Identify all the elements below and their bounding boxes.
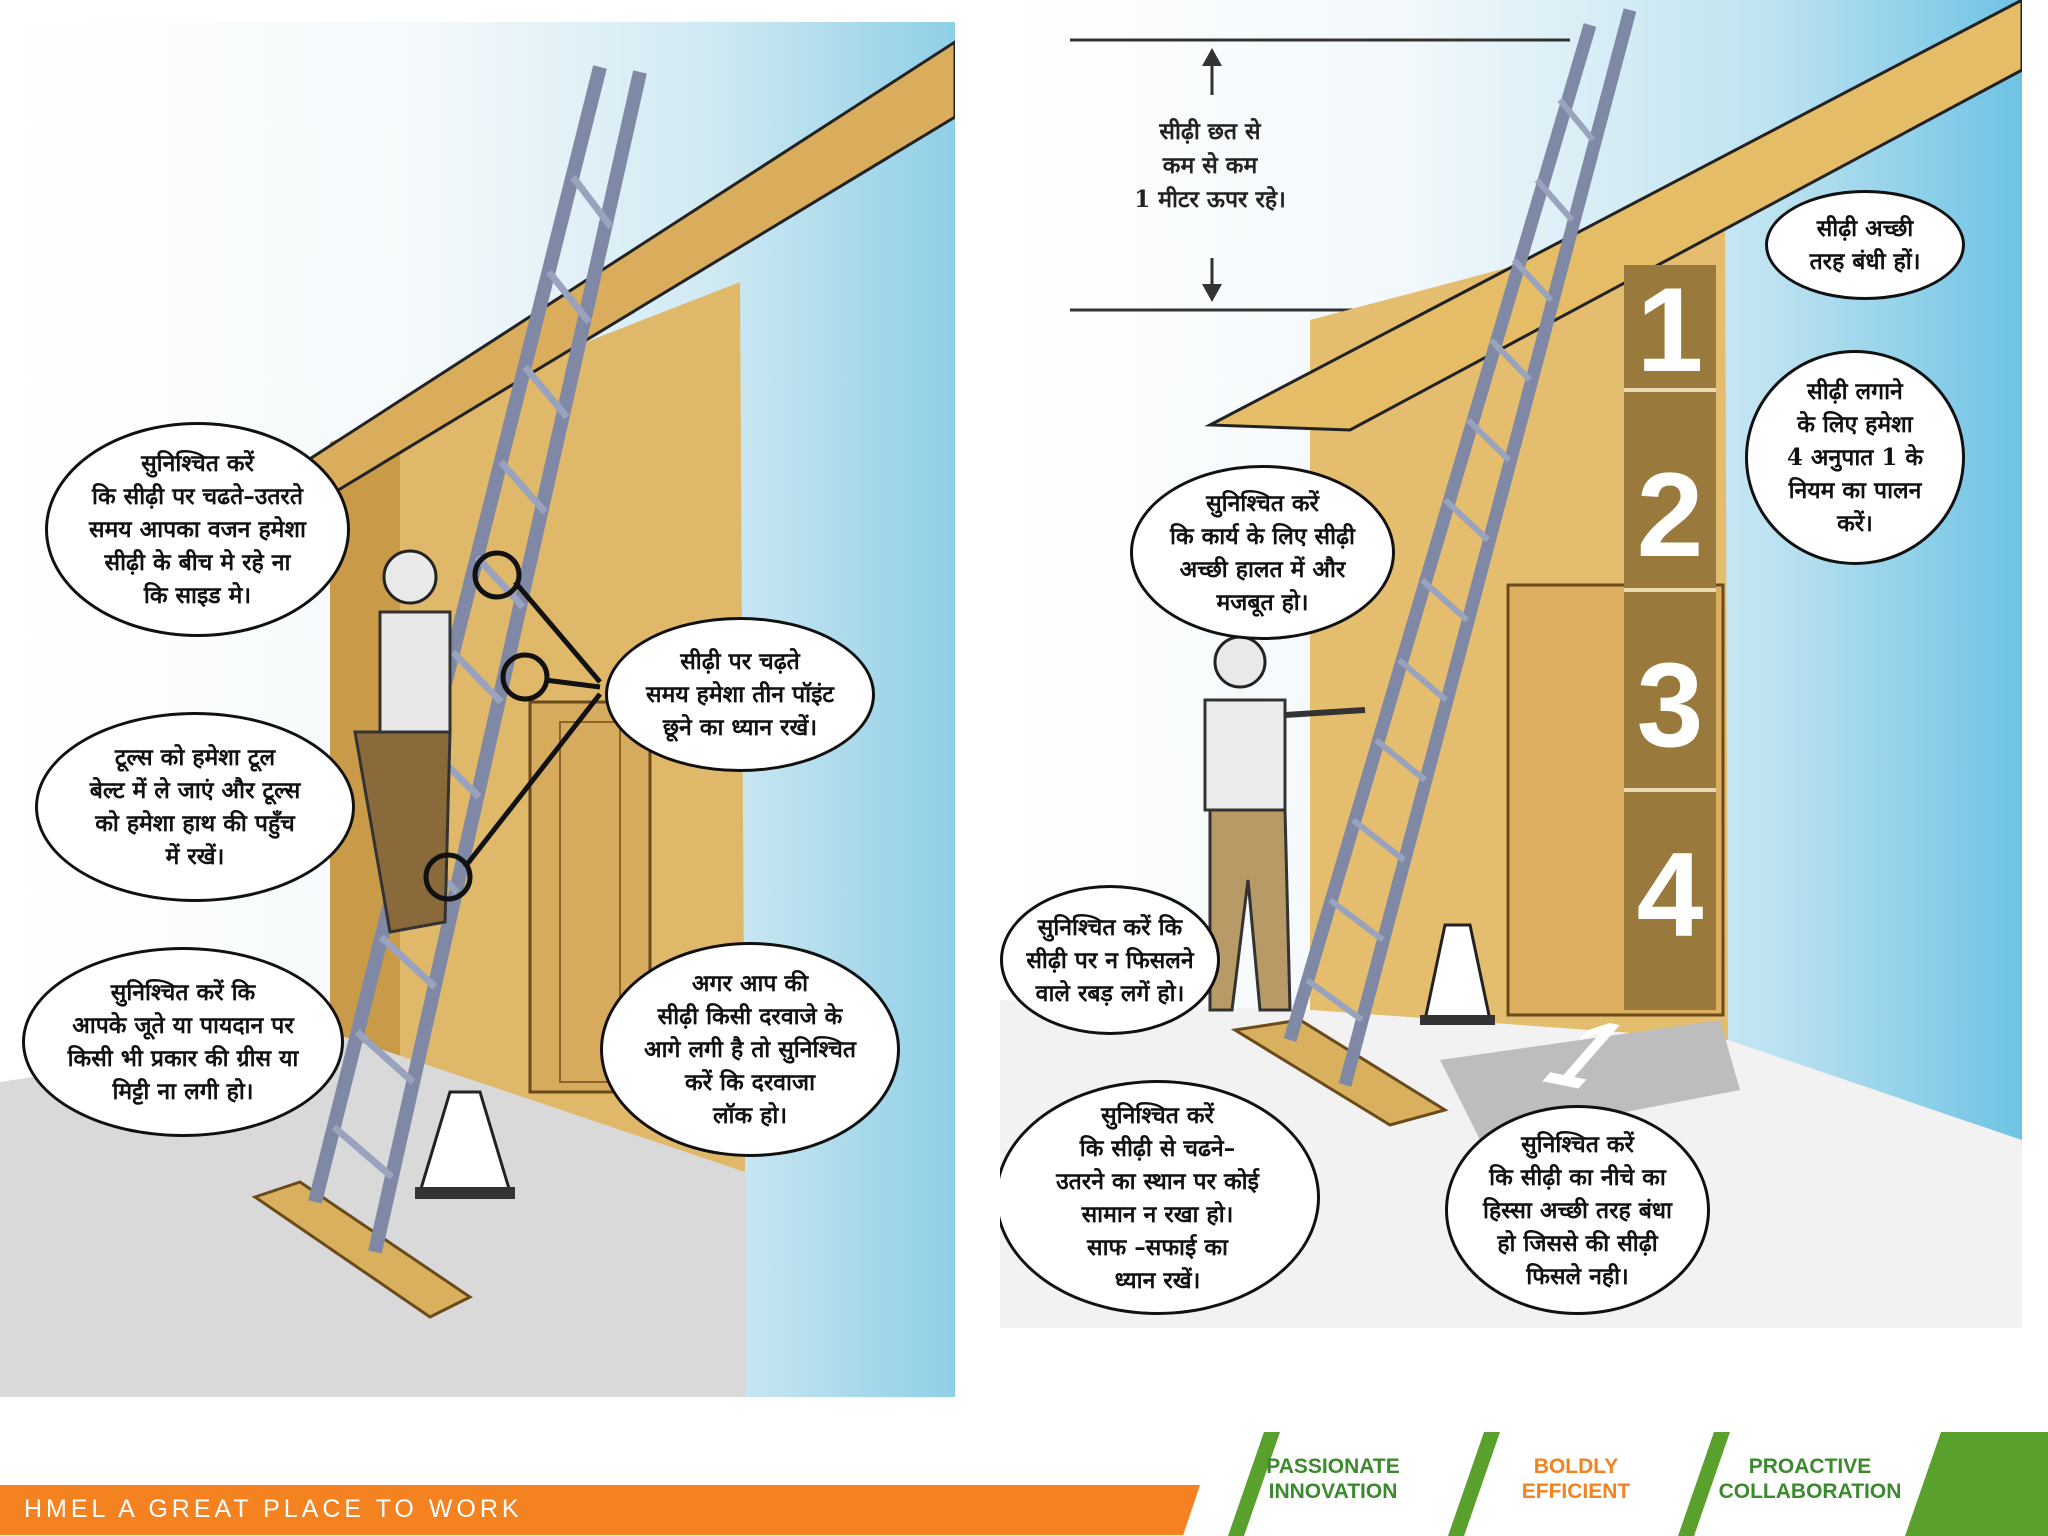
- worker-standing: [1203, 635, 1366, 1012]
- speech-bubble-clear-access: सुनिश्चित करें कि सीढ़ी से चढने– उतरने क…: [1000, 1080, 1320, 1315]
- speech-bubble-four-to-one-rule: सीढ़ी लगाने के लिए हमेशा 4 अनुपात 1 के न…: [1745, 350, 1965, 565]
- left-illustration-panel: सुनिश्चित करें कि सीढ़ी पर चढते–उतरते सम…: [0, 22, 955, 1397]
- footer-values: PASSIONATE INNOVATION BOLDLY EFFICIENT P…: [1190, 1432, 2048, 1536]
- footer-green-block: [1905, 1432, 2048, 1536]
- speech-bubble-door-locked: अगर आप की सीढ़ी किसी दरवाजे के आगे लगी ह…: [600, 942, 900, 1157]
- ratio-number-4: 4: [1636, 828, 1704, 962]
- ladder-rail-left: [1283, 23, 1597, 1042]
- value-boldly-efficient: BOLDLY EFFICIENT: [1521, 1455, 1631, 1503]
- ladder-rungs: [1305, 98, 1596, 1023]
- footer-tagline: HMEL A GREAT PLACE TO WORK: [24, 1495, 523, 1523]
- ladder-rungs: [331, 174, 614, 1180]
- value-proactive-collaboration: PROACTIVE COLLABORATION: [1718, 1455, 1902, 1503]
- height-note: सीढ़ी छत से कम से कम 1 मीटर ऊपर रहे।: [1134, 118, 1286, 213]
- speech-bubble-shoes-clean: सुनिश्चित करें कि आपके जूते या पायदान पर…: [22, 947, 344, 1137]
- value-passionate-innovation: PASSIONATE INNOVATION: [1266, 1455, 1400, 1503]
- speech-bubble-tied-properly: सीढ़ी अच्छी तरह बंधी हों।: [1765, 190, 1965, 300]
- speech-bubble-weight-center: सुनिश्चित करें कि सीढ़ी पर चढते–उतरते सम…: [45, 422, 350, 637]
- roof: [1204, 0, 2022, 432]
- ladder-base-blocks: [251, 1180, 473, 1319]
- footer-slash-dividers: [1228, 1432, 2048, 1536]
- right-illustration-panel: 1 2 3 4 1 सीढ़ी छत से कम से कम 1 मीटर ऊप…: [1000, 0, 2022, 1328]
- ratio-number-2: 2: [1636, 448, 1704, 582]
- ladder-rail-right: [1338, 8, 1637, 1087]
- arrow-down-icon: [1202, 284, 1222, 302]
- ratio-number-3: 3: [1636, 638, 1704, 772]
- speech-bubble-three-point-contact: सीढ़ी पर चढ़ते समय हमेशा तीन पॉइंट छूने …: [605, 617, 875, 772]
- ladder-base-blocks: [1230, 1018, 1449, 1127]
- speech-bubble-non-slip-rubber: सुनिश्चित करें कि सीढ़ी पर न फिसलने वाले…: [1000, 885, 1220, 1035]
- speech-bubble-tool-belt: टूल्स को हमेशा टूल बेल्ट में ले जाएं और …: [35, 712, 355, 902]
- footer-orange-stripe: HMEL A GREAT PLACE TO WORK: [0, 1485, 1200, 1535]
- ladder-rail-left: [308, 65, 607, 1204]
- three-point-contact-markers: [423, 550, 602, 902]
- ratio-number-1: 1: [1636, 263, 1704, 397]
- arrow-up-icon: [1202, 48, 1222, 66]
- speech-bubble-base-secured: सुनिश्चित करें कि सीढ़ी का नीचे का हिस्स…: [1445, 1105, 1710, 1315]
- speech-bubble-ladder-condition: सुनिश्चित करें कि कार्य के लिए सीढ़ी अच्…: [1130, 465, 1395, 640]
